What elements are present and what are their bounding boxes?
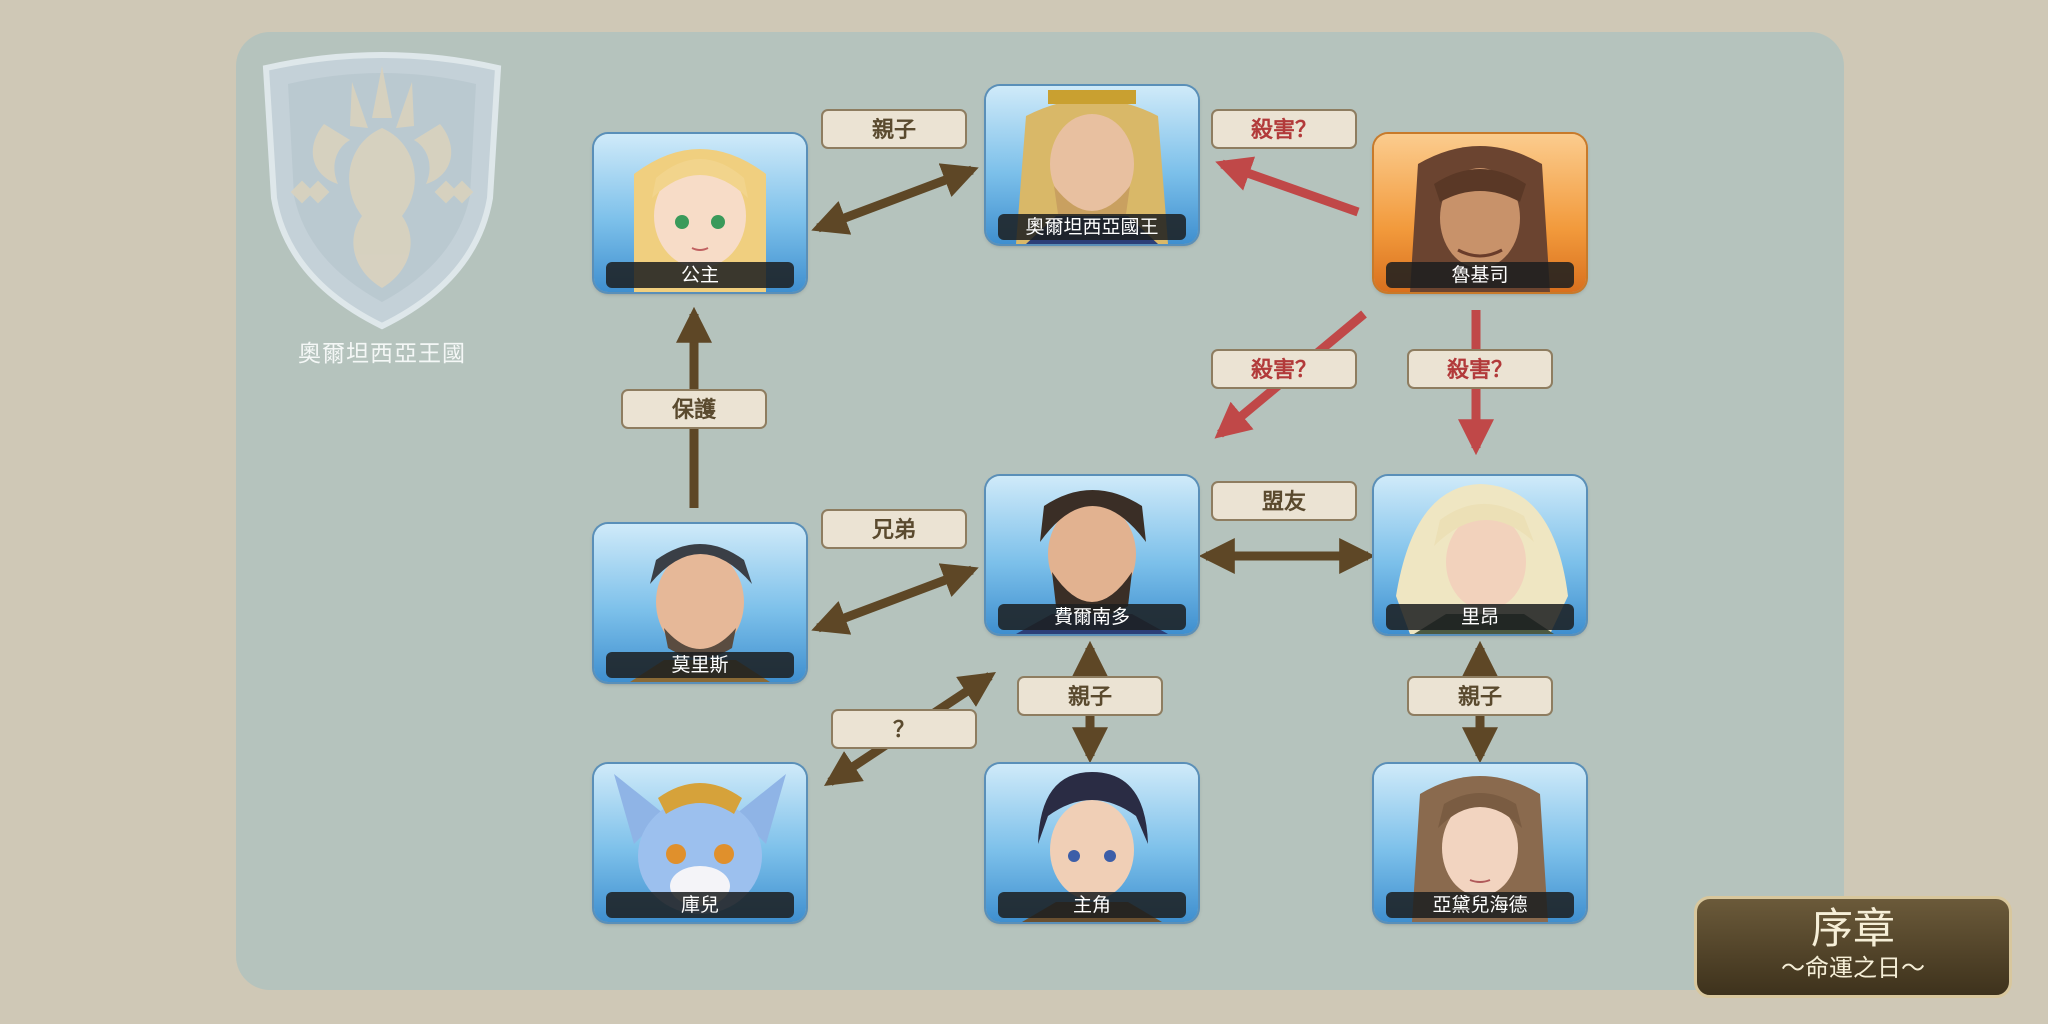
character-name: 莫里斯 [606,652,794,678]
relation-label-fernando-rion: 盟友 [1211,481,1357,521]
adelheid-portrait-icon [1412,776,1548,922]
character-name: 奧爾坦西亞國王 [998,214,1186,240]
kingdom-name: 奧爾坦西亞王國 [298,341,466,367]
character-name: 里昂 [1386,604,1574,630]
character-card-fernando[interactable]: 費爾南多 [986,476,1198,634]
arrow-king-princess [811,163,979,235]
princess-portrait-icon [634,149,766,292]
character-name: 庫兒 [606,892,794,918]
character-card-kuur[interactable]: 庫兒 [594,764,806,922]
relation-label-ruukis-rion: 殺害？ [1407,349,1553,389]
relation-label-ruukis-king: 殺害？ [1211,109,1357,149]
ruukis-portrait-icon [1410,146,1550,292]
character-card-hero[interactable]: 主角 [986,764,1198,922]
relation-label-morris-fernando: 兄弟 [821,509,967,549]
relation-label-rion-adelheid: 親子 [1407,676,1553,716]
character-name: 主角 [998,892,1186,918]
arrow-morris-fernando [811,563,979,635]
character-card-morris[interactable]: 莫里斯 [594,524,806,682]
character-card-king[interactable]: 奧爾坦西亞國王 [986,86,1198,244]
character-card-ruukis[interactable]: 魯基司 [1374,134,1586,292]
chapter-badge: 序章 ～命運之日～ [1694,896,2012,998]
arrow-ruukis-king [1215,156,1360,217]
kingdom-crest-icon [262,52,502,330]
character-card-princess[interactable]: 公主 [594,134,806,292]
relation-label-king-princess: 親子 [821,109,967,149]
character-card-rion[interactable]: 里昂 [1374,476,1586,634]
character-name: 費爾南多 [998,604,1186,630]
relation-label-morris-princess: 保護 [621,389,767,429]
chapter-title: 序章 [1810,904,1895,953]
relation-label-kuur-fernando: ？ [831,709,977,749]
character-name: 公主 [606,262,794,288]
character-card-adelheid[interactable]: 亞黛兒海德 [1374,764,1586,922]
relation-label-fernando-hero: 親子 [1017,676,1163,716]
character-name: 魯基司 [1386,262,1574,288]
chapter-subtitle: ～命運之日～ [1781,954,1925,982]
character-name: 亞黛兒海德 [1386,892,1574,918]
relation-label-ruukis-fernando: 殺害？ [1211,349,1357,389]
